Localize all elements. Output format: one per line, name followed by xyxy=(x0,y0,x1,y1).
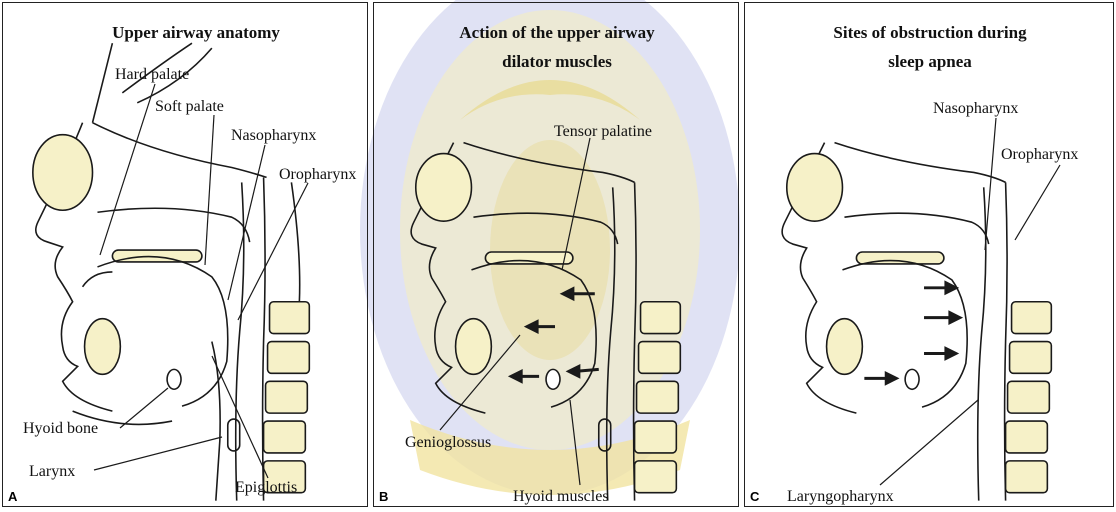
label-hard-palate: Hard palate xyxy=(115,66,189,84)
head-sagittal-drawing-c xyxy=(745,3,1113,506)
panel-title-line1: Action of the upper airway xyxy=(374,21,740,45)
panel-title-line2: dilator muscles xyxy=(374,50,740,74)
label-hyoid-muscles: Hyoid muscles xyxy=(513,488,609,506)
panel-title-line2: sleep apnea xyxy=(745,50,1115,74)
label-soft-palate: Soft palate xyxy=(155,98,224,116)
panel-letter: C xyxy=(750,489,759,504)
panel-upper-airway-anatomy: Upper airway anatomy Hard palate Soft pa… xyxy=(2,2,368,507)
panel-title-line1: Sites of obstruction during xyxy=(745,21,1115,45)
label-hyoid-bone: Hyoid bone xyxy=(23,420,98,438)
label-genioglossus: Genioglossus xyxy=(405,434,491,452)
label-nasopharynx: Nasopharynx xyxy=(231,127,316,145)
head-sagittal-drawing-b xyxy=(374,3,738,506)
label-laryngopharynx: Laryngopharynx xyxy=(787,488,894,506)
label-oropharynx: Oropharynx xyxy=(279,166,356,184)
label-oropharynx: Oropharynx xyxy=(1001,146,1078,164)
label-tensor-palatine: Tensor palatine xyxy=(554,123,652,141)
label-epiglottis: Epiglottis xyxy=(235,479,297,497)
label-nasopharynx: Nasopharynx xyxy=(933,100,1018,118)
label-larynx: Larynx xyxy=(29,463,75,481)
panel-letter: B xyxy=(379,489,388,504)
panel-dilator-muscles: Action of the upper airway dilator muscl… xyxy=(373,2,739,507)
panel-letter: A xyxy=(8,489,17,504)
panel-title: Upper airway anatomy xyxy=(3,21,369,45)
panel-sites-of-obstruction: Sites of obstruction during sleep apnea … xyxy=(744,2,1114,507)
